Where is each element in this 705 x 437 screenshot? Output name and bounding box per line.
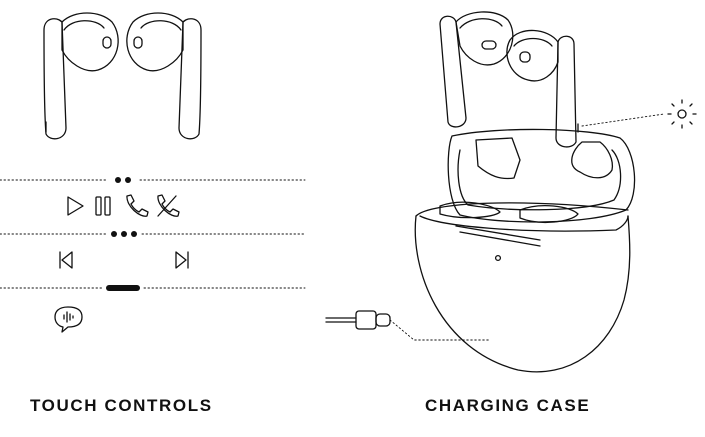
voice-assistant-icon bbox=[54, 306, 83, 333]
next-track-icon bbox=[175, 251, 189, 269]
double-tap-indicator bbox=[115, 177, 131, 183]
pause-icon bbox=[95, 196, 111, 216]
phone-end-icon bbox=[157, 194, 180, 217]
right-earbud-illustration bbox=[126, 12, 202, 140]
charging-case-caption: CHARGING CASE bbox=[425, 396, 591, 415]
triple-tap-indicator bbox=[111, 231, 137, 237]
case-body-illustration bbox=[414, 201, 631, 373]
play-icon bbox=[67, 196, 84, 216]
touch-controls-caption: TOUCH CONTROLS bbox=[30, 396, 213, 415]
left-earbud-illustration bbox=[43, 12, 119, 140]
previous-track-icon bbox=[59, 251, 73, 269]
usb-leader-line bbox=[389, 319, 491, 341]
gesture-divider-lines bbox=[0, 179, 306, 289]
phone-answer-icon bbox=[126, 194, 149, 217]
case-earbuds-illustration bbox=[439, 11, 579, 148]
long-press-indicator bbox=[106, 285, 140, 291]
led-indicator-icon bbox=[667, 99, 697, 129]
led-leader-line bbox=[581, 113, 665, 127]
usb-c-cable-icon bbox=[325, 310, 391, 330]
